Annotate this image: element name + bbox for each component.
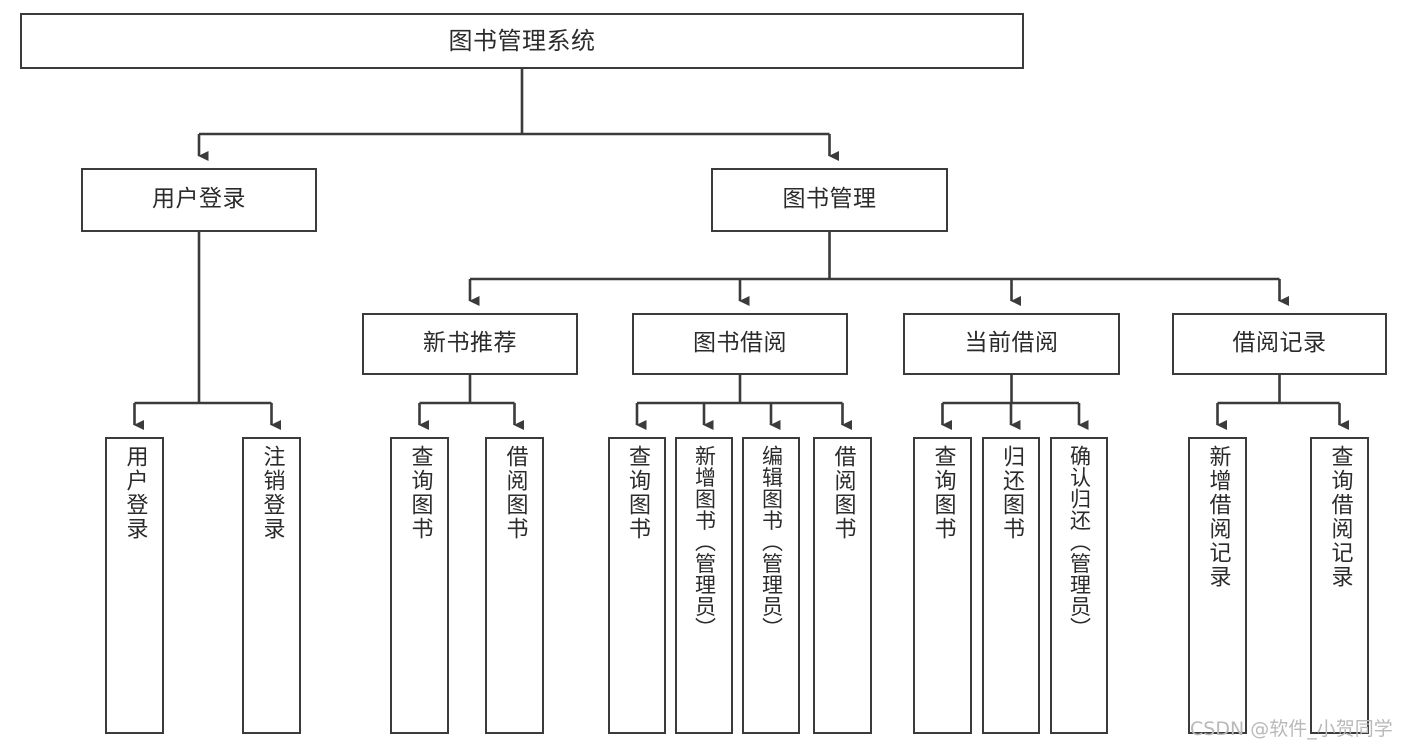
node-label: 图书管理 <box>782 186 877 213</box>
node-leaf-bb-borrow: 借阅图书 <box>813 437 872 734</box>
node-label: 借阅记录 <box>1232 330 1327 357</box>
node-leaf-br-add: 新增借阅记录 <box>1188 437 1247 734</box>
node-label: 注销登录 <box>259 445 285 541</box>
node-label: 查询图书 <box>625 445 650 541</box>
node-book-borrow: 图书借阅 <box>632 313 848 375</box>
node-current-borrow: 当前借阅 <box>903 313 1120 375</box>
node-label: 编辑图书（管理员） <box>759 445 784 639</box>
node-label: 查询图书 <box>930 445 956 541</box>
node-book-manage: 图书管理 <box>711 168 948 232</box>
node-user-login: 用户登录 <box>81 168 317 232</box>
node-leaf-bb-edit: 编辑图书（管理员） <box>742 437 800 734</box>
node-label: 用户登录 <box>152 186 246 213</box>
node-leaf-bb-add: 新增图书（管理员） <box>675 437 733 734</box>
node-new-book-rec: 新书推荐 <box>362 313 578 375</box>
node-leaf-user-logout: 注销登录 <box>242 437 301 734</box>
node-label: 新增借阅记录 <box>1205 445 1231 589</box>
node-label: 用户登录 <box>122 445 148 541</box>
node-leaf-rec-query: 查询图书 <box>390 437 449 734</box>
node-leaf-cb-query: 查询图书 <box>913 437 972 734</box>
watermark: CSDN @软件_小贺同学 <box>1190 718 1393 740</box>
node-label: 查询图书 <box>407 445 433 541</box>
node-label: 图书借阅 <box>693 330 787 357</box>
node-label: 借阅图书 <box>502 445 528 541</box>
node-label: 新增图书（管理员） <box>692 445 717 639</box>
node-label: 新书推荐 <box>423 330 517 357</box>
node-label: 图书管理系统 <box>448 26 596 55</box>
node-leaf-cb-confirm: 确认归还（管理员） <box>1050 437 1108 734</box>
node-label: 借阅图书 <box>830 445 856 541</box>
node-label: 确认归还（管理员） <box>1067 445 1092 639</box>
node-leaf-cb-return: 归还图书 <box>982 437 1040 734</box>
node-root: 图书管理系统 <box>20 13 1024 69</box>
node-label: 查询借阅记录 <box>1327 445 1353 589</box>
node-borrow-record: 借阅记录 <box>1172 313 1387 375</box>
node-leaf-user-login: 用户登录 <box>105 437 164 734</box>
node-label: 当前借阅 <box>964 330 1059 357</box>
node-label: 归还图书 <box>999 445 1024 541</box>
node-leaf-rec-borrow: 借阅图书 <box>485 437 544 734</box>
node-leaf-br-query: 查询借阅记录 <box>1310 437 1369 734</box>
node-leaf-bb-query: 查询图书 <box>608 437 666 734</box>
